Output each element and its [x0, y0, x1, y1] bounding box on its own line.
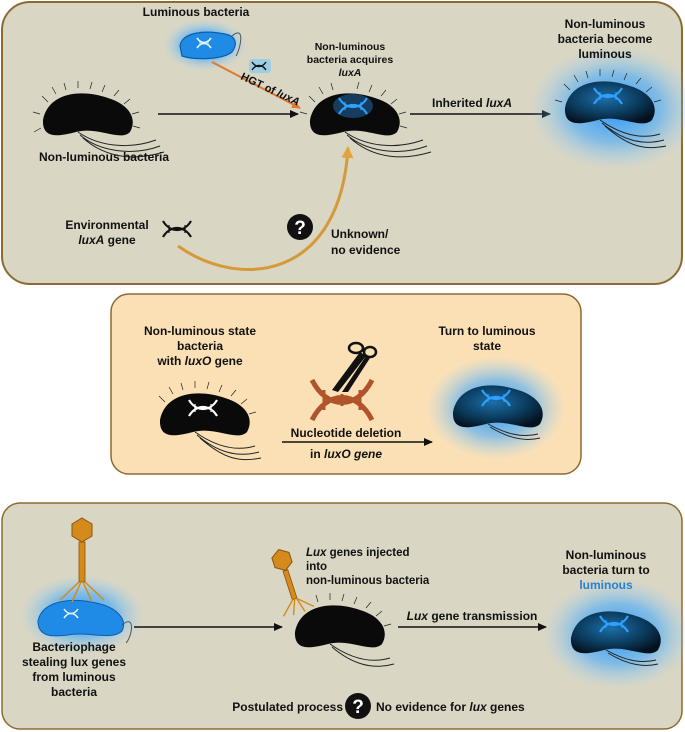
label-env-gene: luxA gene [78, 233, 136, 247]
label-phage-2: stealing lux genes [22, 655, 126, 669]
label-injected-3: non-luminous bacteria [306, 575, 430, 587]
label-injected-1: Lux genes injected [306, 547, 410, 559]
luminous-bacterium-small [163, 19, 247, 71]
label-become-1: Non-luminous [565, 17, 646, 31]
label-transmission: Lux gene transmission [407, 609, 538, 623]
label-inherited: Inherited luxA [432, 96, 512, 110]
dna-icon [593, 87, 623, 105]
label-injected-2: into [306, 561, 327, 573]
label-acquires-3: luxA [339, 67, 362, 79]
label-acquires-2: bacteria acquires [307, 54, 394, 66]
acquiring-bacterium [299, 81, 432, 158]
label-turn-1: Turn to luminous [438, 324, 535, 338]
label-turn-2: state [473, 339, 501, 353]
label-become-2: bacteria become [558, 32, 653, 46]
label-turn3-2: bacteria turn to [562, 563, 649, 577]
label-state-3: with luxO gene [156, 354, 243, 368]
deleted-dna-icon [309, 378, 375, 422]
label-acquires-1: Non-luminous [315, 41, 386, 53]
label-phage-1: Bacteriophage [32, 640, 116, 654]
unknown-pathway-arrow [177, 146, 354, 271]
non-luminous-luxo-bacterium [158, 381, 262, 461]
label-deletion-2: in luxO gene [310, 447, 382, 461]
scissors-icon [332, 341, 378, 392]
label-environmental: Environmental [65, 218, 148, 232]
bacteriophage-icon [59, 517, 105, 603]
hgt-arrow [211, 61, 301, 109]
question-mark: ? [294, 218, 306, 239]
label-postulated: Postulated process [232, 700, 343, 714]
label-phage-4: bacteria [51, 685, 97, 699]
label-turn3-1: Non-luminous [566, 548, 647, 562]
dna-icon [338, 97, 368, 115]
label-non-luminous: Non-luminous bacteria [39, 150, 169, 164]
label-deletion-1: Nucleotide deletion [291, 426, 402, 440]
label-luminous-bacteria: Luminous bacteria [143, 5, 250, 19]
label-state-2: bacteria [177, 339, 223, 353]
injected-bacterium [294, 593, 395, 667]
label-no-evidence: No evidence for lux genes [376, 700, 525, 714]
dna-icon [196, 37, 212, 49]
injecting-phage-icon [271, 548, 315, 617]
label-turn3-3: luminous [579, 578, 633, 592]
dna-icon [188, 399, 218, 417]
luminous-bacterium-phage [543, 579, 685, 689]
environmental-dna-icon [162, 220, 192, 238]
label-phage-3: from luminous [32, 670, 116, 684]
dna-icon [599, 615, 629, 633]
question-mark-2: ? [352, 697, 364, 718]
question-icon [287, 214, 313, 240]
dna-icon [481, 389, 511, 407]
dna-icon [63, 608, 79, 619]
label-state-1: Non-luminous state [144, 324, 256, 338]
luminous-bacterium-right [530, 46, 685, 170]
non-luminous-bacterium [32, 81, 165, 158]
dna-fragment-icon [249, 59, 271, 73]
label-unknown-2: no evidence [331, 243, 401, 257]
label-become-3: luminous [578, 47, 632, 61]
label-unknown-1: Unknown/ [331, 227, 389, 241]
phage-luminous-bacterium [20, 575, 144, 655]
luminous-bacterium-mutant [426, 356, 566, 460]
question-icon-2 [345, 693, 371, 719]
